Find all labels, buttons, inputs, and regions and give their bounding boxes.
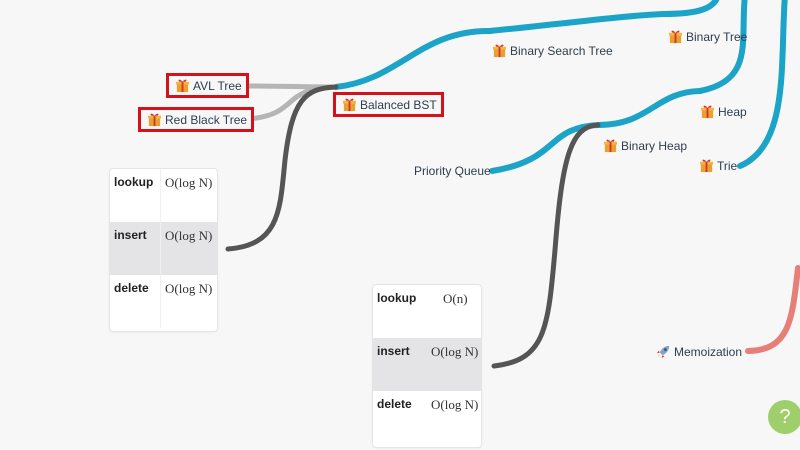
node-binary-heap[interactable]: Binary Heap	[603, 138, 687, 153]
node-balanced-bst[interactable]: Balanced BST	[333, 92, 444, 117]
node-priority-queue[interactable]: Priority Queue	[414, 164, 491, 178]
gift-icon	[342, 97, 357, 112]
gift-icon	[175, 78, 190, 93]
gift-icon	[700, 104, 715, 119]
node-binary-search-tree[interactable]: Binary Search Tree	[492, 43, 613, 58]
branch-balanced-to-bst	[333, 27, 493, 90]
complexity-value: O(log N)	[431, 344, 479, 359]
branch-binary-tree-to-heap	[697, 0, 748, 94]
rocket-icon	[656, 344, 671, 359]
node-priority-queue-label: Priority Queue	[414, 164, 491, 178]
branch-red-black-to-balanced	[245, 84, 339, 122]
complexity-op: lookup	[377, 291, 417, 305]
branch-binary-heap-to-complexity	[491, 122, 601, 369]
complexity-row: delete O(log N)	[110, 275, 217, 328]
branch-balanced-to-complexity	[225, 84, 339, 252]
complexity-row: insert O(log N)	[373, 338, 481, 391]
complexity-row: lookup O(n)	[373, 285, 481, 338]
branch-binary-tree-up	[660, 0, 720, 17]
complexity-row: lookup O(log N)	[110, 169, 217, 222]
branch-to-trie	[737, 0, 788, 169]
complexity-value: O(log N)	[165, 175, 213, 190]
branch-bst-to-binary-tree	[487, 11, 666, 34]
complexity-op: delete	[377, 397, 412, 411]
node-balanced-bst-label: Balanced BST	[360, 97, 437, 112]
node-heap-label: Heap	[718, 104, 747, 119]
gift-icon	[699, 158, 714, 173]
complexity-op: insert	[110, 222, 161, 275]
node-trie-label: Trie	[717, 158, 738, 173]
complexity-op: lookup	[110, 169, 161, 222]
complexity-value: O(log N)	[165, 228, 213, 243]
complexity-row: insert O(log N)	[110, 222, 217, 275]
complexity-card-binary-heap: lookup O(n) insert O(log N) delete O(log…	[372, 284, 482, 448]
node-red-black-tree[interactable]: Red Black Tree	[138, 107, 255, 132]
complexity-value: O(log N)	[431, 397, 479, 412]
node-heap[interactable]: Heap	[700, 104, 747, 119]
question-icon: ?	[779, 405, 791, 428]
node-memoization-label: Memoization	[674, 344, 743, 359]
complexity-row: delete O(log N)	[373, 391, 481, 444]
node-avl-tree-label: AVL Tree	[193, 78, 242, 93]
gift-icon	[147, 112, 162, 127]
gift-icon	[492, 43, 507, 58]
node-memoization[interactable]: Memoization	[656, 344, 742, 359]
gift-icon	[603, 138, 618, 153]
node-red-black-tree-label: Red Black Tree	[165, 112, 248, 127]
branch-memoization	[745, 265, 800, 354]
node-trie[interactable]: Trie	[699, 158, 737, 173]
complexity-value: O(log N)	[165, 281, 213, 296]
complexity-op: insert	[377, 344, 410, 358]
node-binary-heap-label: Binary Heap	[621, 138, 688, 153]
complexity-op: delete	[110, 275, 161, 328]
complexity-value: O(n)	[443, 291, 468, 306]
complexity-card-balanced-bst: lookup O(log N) insert O(log N) delete O…	[109, 168, 218, 332]
branch-heap-to-binary-heap	[595, 88, 703, 128]
branch-binary-heap-to-priority-queue	[489, 122, 601, 174]
node-avl-tree[interactable]: AVL Tree	[166, 73, 249, 98]
help-button[interactable]: ?	[768, 400, 800, 434]
node-binary-search-tree-label: Binary Search Tree	[510, 43, 613, 58]
node-binary-tree-label: Binary Tree	[686, 29, 748, 44]
gift-icon	[668, 29, 683, 44]
node-binary-tree[interactable]: Binary Tree	[668, 29, 747, 44]
